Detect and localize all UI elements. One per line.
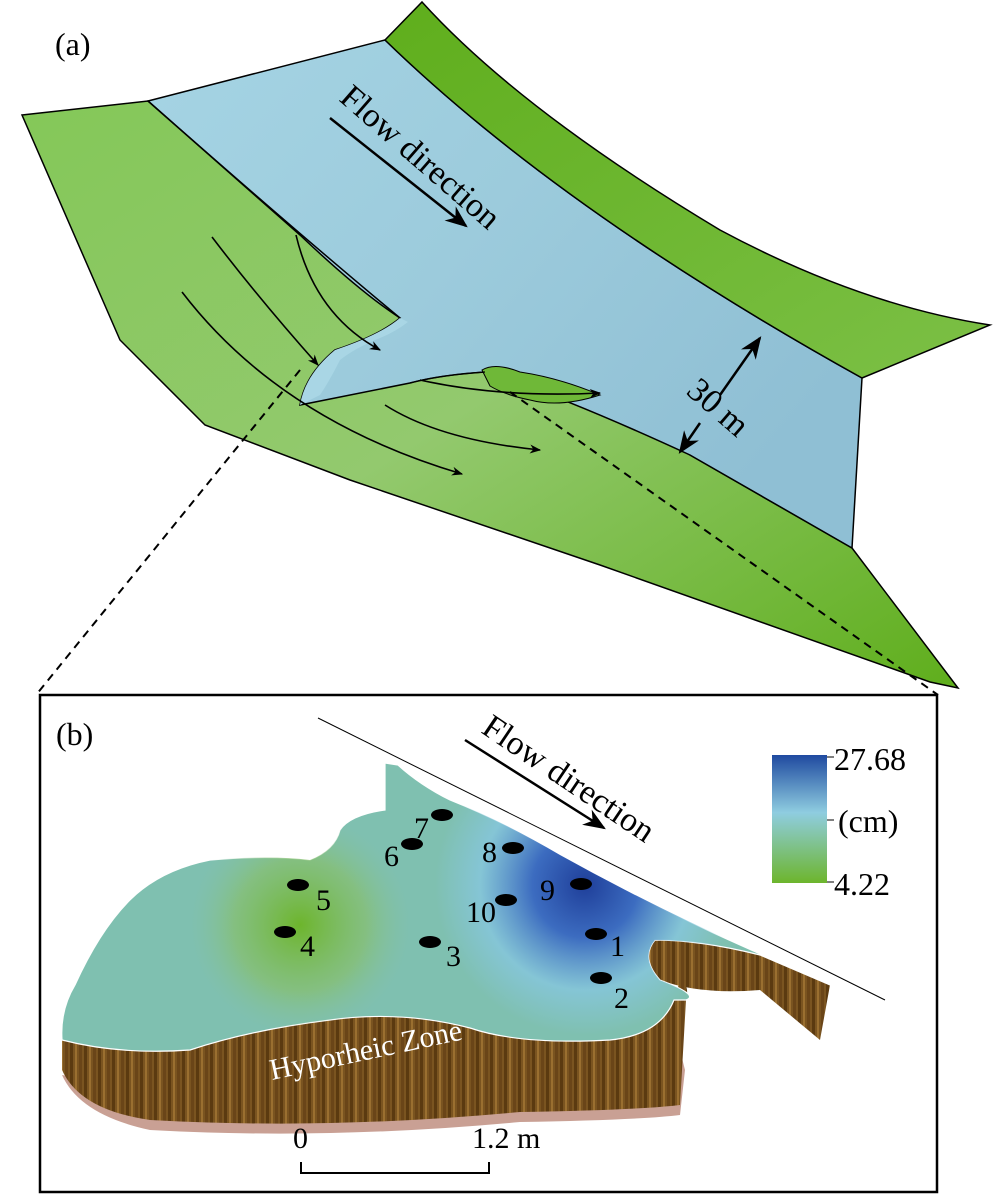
point-3 — [419, 936, 441, 948]
point-2 — [590, 972, 612, 984]
point-label-1: 1 — [610, 930, 625, 963]
side-pool — [300, 318, 408, 405]
point-9 — [570, 878, 592, 890]
point-label-7: 7 — [414, 812, 429, 845]
point-label-4: 4 — [300, 930, 315, 963]
scale-bar: 0 1.2 m — [293, 1122, 540, 1174]
zoom-line-left — [35, 369, 301, 696]
point-label-6: 6 — [384, 840, 399, 873]
point-8 — [502, 842, 524, 854]
point-1 — [585, 928, 607, 940]
flow-path-5 — [419, 379, 602, 398]
point-5 — [287, 879, 309, 891]
scale-bar-end-label: 1.2 m — [472, 1122, 540, 1155]
width-arrow-up — [718, 336, 762, 396]
flow-path-2 — [295, 234, 381, 351]
point-7 — [431, 809, 453, 821]
point-label-10: 10 — [466, 896, 496, 929]
point-6 — [401, 838, 423, 850]
flow-path-3 — [181, 291, 464, 476]
flow-direction-arrow-b — [464, 738, 606, 830]
point-label-5: 5 — [316, 884, 331, 917]
zoom-line-right — [509, 391, 939, 696]
point-label-9: 9 — [540, 874, 555, 907]
flow-path-4 — [384, 404, 542, 454]
colorbar-max-label: 27.68 — [834, 741, 906, 777]
streambed-edge-line — [317, 717, 886, 1001]
colorbar-min-label: 4.22 — [834, 866, 890, 902]
flow-direction-arrow — [329, 117, 468, 228]
width-arrow-down — [678, 422, 702, 454]
point-10 — [495, 894, 517, 906]
colorbar-ramp — [772, 755, 827, 883]
colorbar: 27.68 (cm) 4.22 — [772, 741, 906, 902]
point-4 — [274, 926, 296, 938]
point-label-2: 2 — [614, 982, 629, 1015]
scale-bar-start-label: 0 — [293, 1122, 308, 1155]
monitoring-points: 1 2 3 4 5 6 7 8 9 10 — [274, 809, 629, 1015]
point-label-8: 8 — [482, 836, 497, 869]
panel-b-label: (b) — [56, 716, 93, 752]
panel-b-hyporheic-zone: Hyporheic Zone 1 2 3 4 5 6 7 8 9 10 Fl — [56, 708, 906, 1174]
point-label-3: 3 — [446, 940, 461, 973]
panel-a-river-reach: Flow direction 30 m (a) — [20, 0, 993, 690]
scale-bar-line — [300, 1162, 490, 1174]
colorbar-unit-label: (cm) — [838, 803, 898, 839]
panel-a-label: (a) — [55, 26, 91, 62]
flow-path-1 — [211, 236, 319, 366]
sediment-wall-right — [648, 940, 830, 1040]
right-bank — [383, 0, 993, 379]
sediment-wall-front — [62, 980, 688, 1124]
